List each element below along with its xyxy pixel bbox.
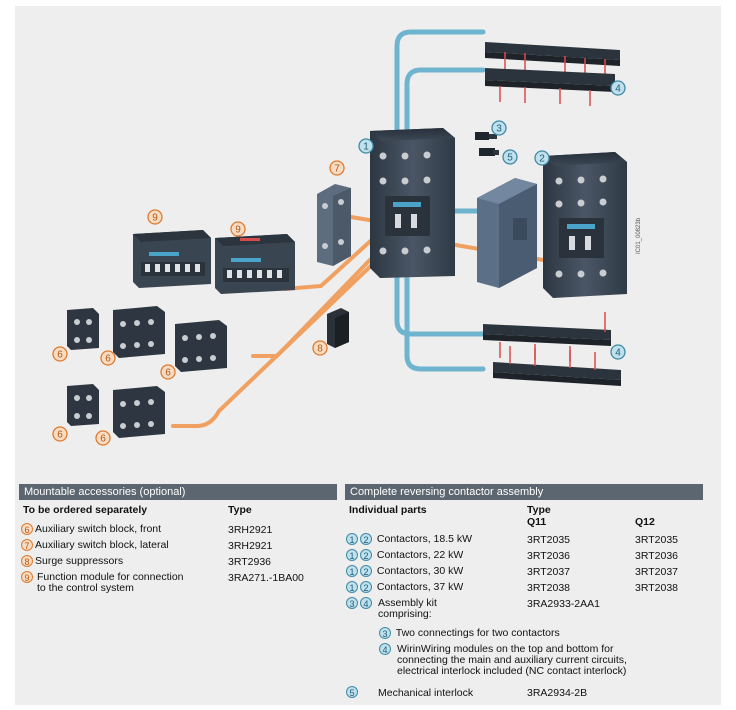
svg-text:3: 3 bbox=[496, 124, 502, 135]
accessories-col-type: Type bbox=[228, 504, 252, 516]
callout-4-bottom: 4 bbox=[610, 344, 626, 360]
callout-4-top: 4 bbox=[610, 80, 626, 96]
callout-6c: 6 bbox=[160, 364, 176, 380]
document-id: IC01_00823b bbox=[636, 217, 642, 254]
svg-text:8: 8 bbox=[317, 344, 323, 355]
contactor-q11 bbox=[370, 128, 455, 278]
accessories-col-order: To be ordered separately bbox=[23, 504, 148, 516]
svg-text:2: 2 bbox=[539, 154, 545, 165]
svg-text:4: 4 bbox=[615, 348, 621, 359]
assembly-kit-connectors bbox=[475, 132, 499, 156]
svg-text:6: 6 bbox=[165, 368, 171, 379]
contactor-q12 bbox=[543, 152, 627, 298]
svg-text:6: 6 bbox=[105, 354, 111, 365]
accessories-header: Mountable accessories (optional) bbox=[19, 484, 337, 500]
assembly-col-parts: Individual parts bbox=[349, 504, 427, 516]
svg-text:6: 6 bbox=[57, 350, 63, 361]
svg-text:9: 9 bbox=[235, 225, 241, 236]
callout-3: 3 bbox=[491, 120, 507, 136]
assembly-col-type: Type bbox=[527, 504, 551, 516]
top-wiring-module bbox=[485, 42, 620, 106]
callout-8: 8 bbox=[312, 340, 328, 356]
callout-6e: 6 bbox=[95, 430, 111, 446]
svg-text:6: 6 bbox=[100, 434, 106, 445]
accessory-row: 9 bbox=[21, 570, 35, 584]
svg-text:5: 5 bbox=[507, 153, 513, 164]
kit-item: 3 Two connectings for two contactors bbox=[379, 626, 560, 640]
surge-suppressor bbox=[327, 308, 349, 348]
bottom-wiring-module bbox=[483, 312, 621, 386]
callout-6d: 6 bbox=[52, 426, 68, 442]
assembly-header: Complete reversing contactor assembly bbox=[345, 484, 703, 500]
mechanical-interlock bbox=[477, 178, 537, 288]
callout-6a: 6 bbox=[52, 346, 68, 362]
callout-9a: 9 bbox=[147, 209, 163, 225]
function-module-left bbox=[133, 230, 211, 288]
assembly-col-q12: Q12 bbox=[635, 516, 655, 528]
svg-text:9: 9 bbox=[152, 213, 158, 224]
assembly-col-q11: Q11 bbox=[527, 516, 547, 528]
callout-2: 2 bbox=[534, 150, 550, 166]
svg-text:4: 4 bbox=[615, 84, 621, 95]
callout-1: 1 bbox=[358, 138, 374, 154]
callout-6b: 6 bbox=[100, 350, 116, 366]
front-aux-switch-blocks bbox=[67, 306, 227, 438]
exploded-assembly-diagram: 1 2 3 4 4 5 6 6 6 6 6 7 8 9 9 IC01_00823… bbox=[52, 29, 642, 446]
callout-5: 5 bbox=[502, 149, 518, 165]
svg-text:1: 1 bbox=[363, 142, 369, 153]
catalog-panel: 1 2 3 4 4 5 6 6 6 6 6 7 8 9 9 IC01_00823… bbox=[15, 6, 721, 705]
parts-tables: Mountable accessories (optional) To be o… bbox=[15, 476, 721, 705]
lateral-aux-switch bbox=[317, 184, 351, 266]
callout-9b: 9 bbox=[230, 221, 246, 237]
svg-text:7: 7 bbox=[334, 164, 340, 175]
function-module-right bbox=[215, 234, 295, 294]
kit-item: 4 bbox=[379, 642, 393, 656]
interlock-row: 5 bbox=[346, 685, 360, 699]
svg-text:6: 6 bbox=[57, 430, 63, 441]
callout-7: 7 bbox=[329, 160, 345, 176]
